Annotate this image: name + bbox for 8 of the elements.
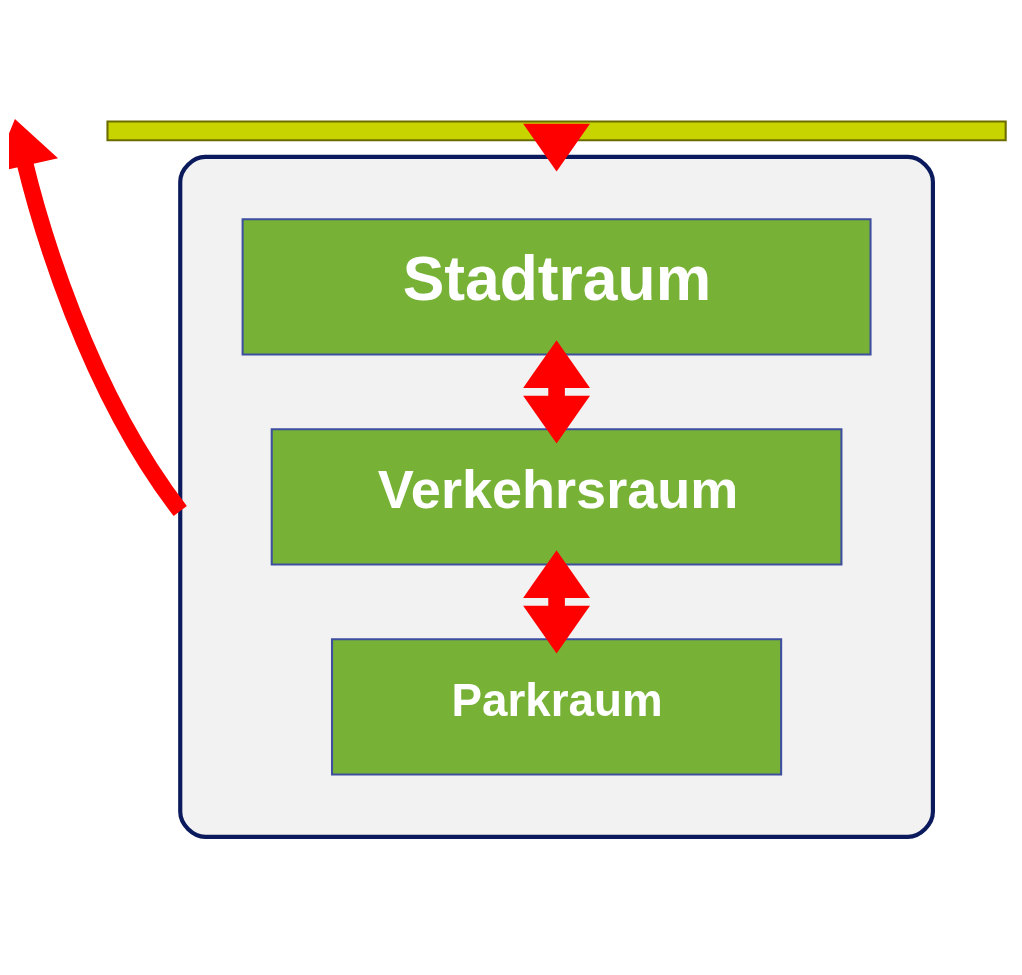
cluster bbox=[177, 154, 935, 839]
node-box: Verkehrsraum bbox=[270, 428, 842, 566]
arrow bbox=[522, 340, 590, 444]
node-box: Parkraum bbox=[330, 638, 782, 776]
arrow bbox=[8, 119, 187, 516]
node-box: Stadtraum bbox=[241, 218, 872, 356]
arrow bbox=[522, 550, 590, 654]
arrow bbox=[522, 123, 590, 172]
